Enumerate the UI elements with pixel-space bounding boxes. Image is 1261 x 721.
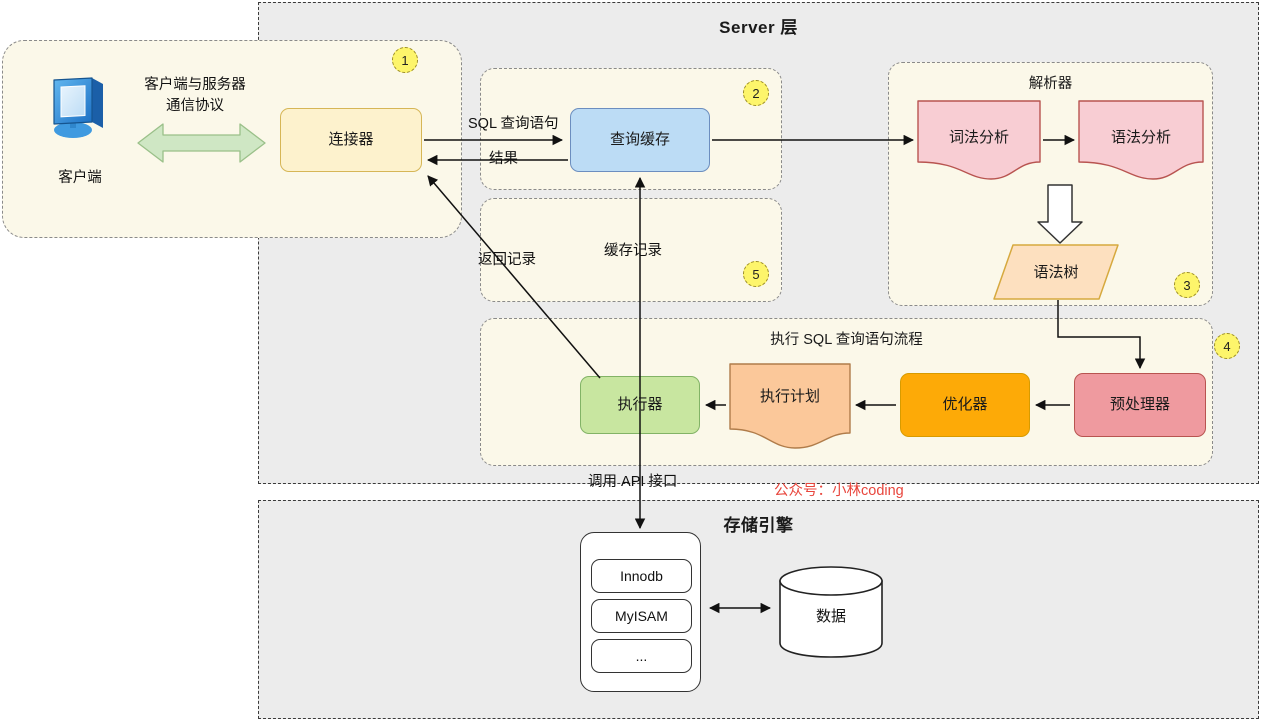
node-syntax-label: 语法分析	[1110, 129, 1171, 146]
monitor-icon	[46, 72, 114, 144]
node-syntax-tree[interactable]: 语法树	[993, 244, 1119, 300]
badge-5: 5	[743, 261, 769, 287]
node-executor[interactable]: 执行器	[580, 376, 700, 434]
parser-group-title: 解析器	[1028, 76, 1073, 92]
node-syntax-analysis[interactable]: 语法分析	[1078, 100, 1204, 180]
database-cylinder-icon: 数据	[778, 565, 884, 659]
edge-label-return-record: 返回记录	[478, 252, 536, 268]
protocol-label: 客户端与服务器 通信协议	[144, 77, 246, 115]
node-syntax-tree-label: 语法树	[1033, 264, 1079, 281]
node-query-cache[interactable]: 查询缓存	[570, 108, 710, 172]
node-preprocessor[interactable]: 预处理器	[1074, 373, 1206, 437]
watermark-label: 公众号：小林coding	[774, 483, 904, 499]
server-layer-title: Server 层	[719, 18, 798, 37]
node-execution-plan[interactable]: 执行计划	[729, 363, 851, 449]
storage-layer-title: 存储引擎	[723, 516, 794, 535]
storage-engine-box: Innodb MyISAM ...	[580, 532, 701, 692]
storage-engine-item-1[interactable]: MyISAM	[591, 599, 692, 633]
node-lexical-label: 词法分析	[948, 129, 1009, 146]
storage-layer-region: 存储引擎	[258, 500, 1259, 719]
execute-flow-title: 执行 SQL 查询语句流程	[770, 332, 923, 348]
node-optimizer[interactable]: 优化器	[900, 373, 1030, 437]
client-label: 客户端	[58, 170, 102, 186]
edge-label-cache-record: 缓存记录	[604, 243, 662, 259]
edge-label-result: 结果	[489, 151, 518, 167]
node-lexical-analysis[interactable]: 词法分析	[917, 100, 1041, 180]
database-label: 数据	[815, 608, 846, 625]
badge-3: 3	[1174, 272, 1200, 298]
storage-engine-item-0[interactable]: Innodb	[591, 559, 692, 593]
storage-engine-item-2[interactable]: ...	[591, 639, 692, 673]
node-execution-plan-label: 执行计划	[759, 388, 820, 405]
edge-label-sql-query: SQL 查询语句	[468, 116, 559, 132]
badge-4: 4	[1214, 333, 1240, 359]
edge-label-call-api: 调用 API 接口	[588, 474, 678, 490]
badge-2: 2	[743, 80, 769, 106]
badge-1: 1	[392, 47, 418, 73]
node-connector[interactable]: 连接器	[280, 108, 422, 172]
